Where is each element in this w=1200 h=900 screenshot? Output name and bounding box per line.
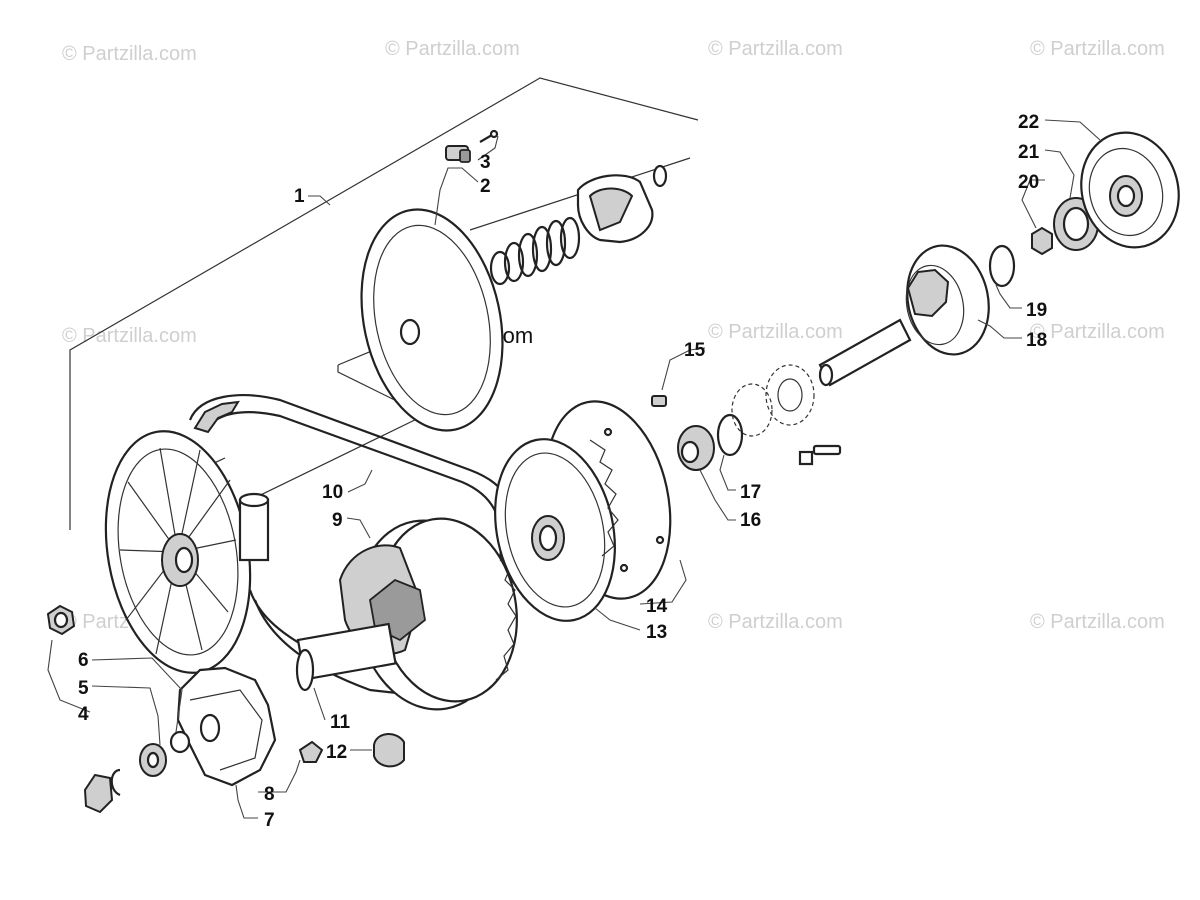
part-snap-ring-19 (988, 244, 1016, 288)
callout-5: 5 (78, 678, 89, 699)
callout-13: 13 (646, 622, 667, 643)
callout-1: 1 (294, 186, 305, 207)
part-bearing (731, 364, 842, 466)
watermark: © Partzilla.com (62, 43, 197, 65)
callout-19: 19 (1026, 300, 1047, 321)
callout-2: 2 (480, 176, 491, 197)
watermark: © Partzilla.com (385, 38, 520, 60)
watermark: © Partzilla.com (1030, 611, 1165, 633)
callout-12: 12 (326, 742, 347, 763)
part-primary-clutch (494, 400, 672, 622)
part-clip-2 (445, 129, 499, 163)
callout-3: 3 (480, 152, 491, 173)
callout-22: 22 (1018, 112, 1039, 133)
callout-10: 10 (322, 482, 343, 503)
callout-7: 7 (264, 810, 275, 831)
callout-18: 18 (1026, 330, 1047, 351)
part-driven-clutch (104, 430, 270, 674)
callout-6: 6 (78, 650, 89, 671)
part-drive-clutch (295, 517, 518, 711)
watermark: © Partzilla.com (1030, 38, 1165, 60)
callout-11: 11 (330, 712, 351, 733)
part-nut-4 (46, 604, 76, 636)
callout-20: 20 (1018, 172, 1039, 193)
callout-4: 4 (78, 704, 89, 725)
watermark: © Partzilla.com (62, 325, 197, 347)
callouts: 1 2 3 4 5 6 7 8 9 10 11 12 13 14 15 16 1… (78, 112, 1047, 831)
callout-8: 8 (264, 784, 275, 805)
watermark: © Partzilla.com (708, 611, 843, 633)
leader-lines (47, 119, 1101, 819)
part-sheave-face (360, 208, 504, 432)
part-clutch-housing-22 (1080, 131, 1180, 249)
part-spider-cap (576, 164, 668, 244)
watermark: © Partzilla.com (1030, 321, 1165, 343)
part-output-shaft (818, 244, 990, 387)
part-bushing-16 (677, 413, 744, 471)
part-nut-20 (1031, 226, 1053, 256)
callout-21: 21 (1018, 142, 1040, 163)
callout-16: 16 (740, 510, 761, 531)
callout-15: 15 (684, 340, 706, 361)
watermark: © Partzilla.com (708, 38, 843, 60)
watermark: © Partzilla.com (708, 321, 843, 343)
part-movable-sheave (83, 666, 405, 814)
callout-14: 14 (646, 596, 668, 617)
callout-17: 17 (740, 482, 761, 503)
part-bolt-15 (651, 395, 667, 407)
callout-9: 9 (332, 510, 343, 531)
part-spring (489, 216, 581, 286)
